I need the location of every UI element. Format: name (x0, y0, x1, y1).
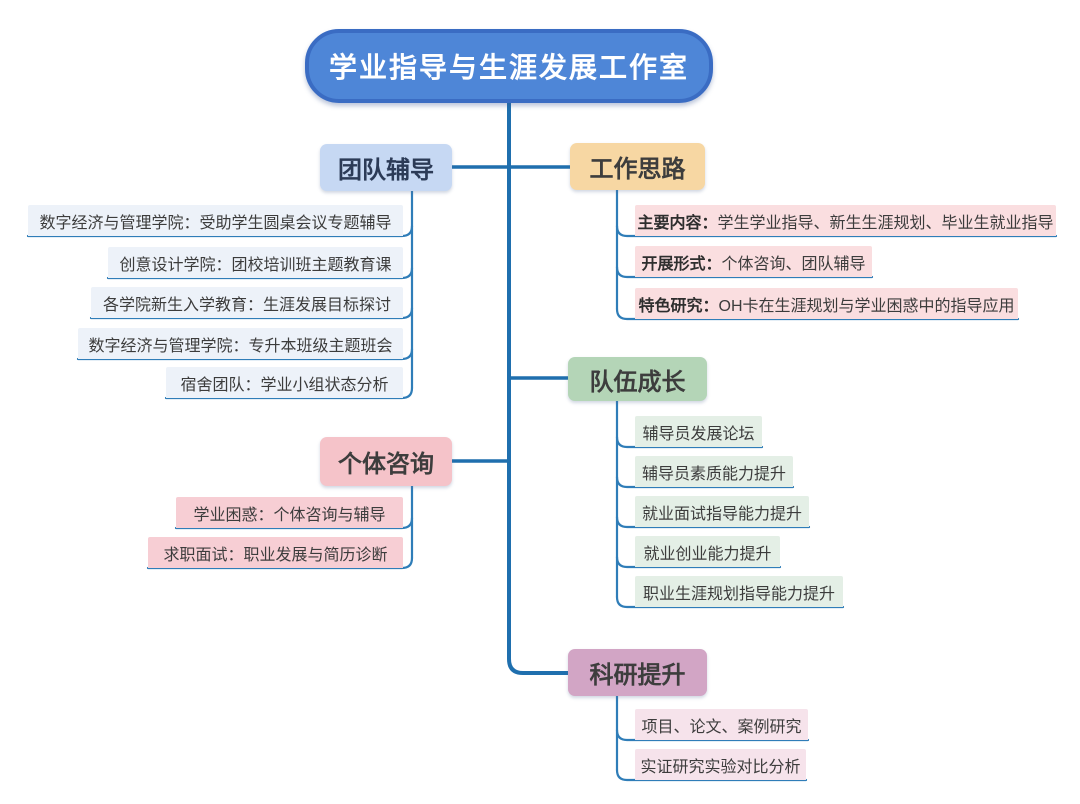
branch-label: 个体咨询 (338, 451, 434, 478)
child-connector (615, 224, 1058, 238)
child-label-prefix: 主要内容： (637, 214, 718, 232)
child-connector (615, 728, 810, 742)
node-research-child-1[interactable]: 项目、论文、案例研究 (635, 709, 808, 740)
child-label: 项目、论文、案例研究 (641, 718, 802, 736)
child-connector (615, 768, 808, 782)
child-connector (76, 347, 414, 361)
branch-label: 科研提升 (589, 662, 686, 689)
trunk-line (507, 99, 570, 675)
child-label: 学业困惑：个体咨询与辅导 (193, 506, 386, 524)
node-work-ideas-child-2[interactable]: 开展形式：个体咨询、团队辅导 (635, 246, 872, 277)
node-individual-child-1[interactable]: 学业困惑：个体咨询与辅导 (176, 497, 403, 528)
child-connector (615, 595, 845, 609)
node-team-growth[interactable]: 队伍成长 (568, 357, 707, 401)
node-team-coaching-child-2[interactable]: 创意设计学院：团校培训班主题教育课 (108, 247, 403, 278)
child-connector (146, 556, 414, 570)
node-work-ideas-child-3[interactable]: 特色研究：OH卡在生涯规划与学业困惑中的指导应用 (635, 288, 1018, 319)
child-label: 辅导员素质能力提升 (641, 465, 786, 483)
child-label: 实证研究实验对比分析 (640, 758, 801, 776)
node-root[interactable]: 学业指导与生涯发展工作室 (305, 29, 713, 103)
child-label-prefix: 开展形式： (641, 255, 722, 273)
child-connector (615, 307, 1020, 321)
child-label: 职业生涯规划指导能力提升 (642, 585, 835, 603)
child-label: 就业面试指导能力提升 (641, 505, 802, 523)
node-team-growth-child-5[interactable]: 职业生涯规划指导能力提升 (635, 576, 843, 607)
branch-label: 团队辅导 (338, 157, 434, 184)
node-team-coaching-child-1[interactable]: 数字经济与管理学院：受助学生圆桌会议专题辅导 (28, 205, 403, 236)
child-label: OH卡在生涯规划与学业困惑中的指导应用 (718, 297, 1015, 315)
node-work-ideas[interactable]: 工作思路 (570, 143, 705, 190)
node-individual-child-2[interactable]: 求职面试：职业发展与简历诊断 (148, 537, 403, 568)
node-team-growth-child-2[interactable]: 辅导员素质能力提升 (635, 456, 793, 487)
child-label: 求职面试：职业发展与简历诊断 (163, 546, 388, 564)
node-individual-counseling[interactable]: 个体咨询 (320, 437, 452, 486)
node-work-ideas-child-1[interactable]: 主要内容：学生学业指导、新生生涯规划、毕业生就业指导 (635, 205, 1056, 236)
node-team-growth-child-1[interactable]: 辅导员发展论坛 (635, 416, 762, 447)
child-connector (164, 386, 414, 400)
node-team-growth-child-4[interactable]: 就业创业能力提升 (635, 536, 780, 567)
child-label-prefix: 特色研究： (638, 297, 719, 315)
child-label: 数字经济与管理学院：专升本班级主题班会 (88, 337, 393, 355)
child-label: 个体咨询、团队辅导 (721, 255, 866, 273)
child-label: 学生学业指导、新生生涯规划、毕业生就业指导 (717, 214, 1054, 232)
child-label: 辅导员发展论坛 (642, 425, 755, 443)
child-connector (174, 516, 414, 530)
branch-label: 队伍成长 (589, 368, 686, 396)
child-connector (106, 266, 414, 280)
node-research-child-2[interactable]: 实证研究实验对比分析 (635, 749, 806, 780)
child-connector (615, 475, 795, 489)
child-label: 创意设计学院：团校培训班主题教育课 (119, 256, 392, 274)
child-connector (615, 435, 764, 449)
child-label: 宿舍团队：学业小组状态分析 (180, 376, 389, 394)
node-team-coaching-child-5[interactable]: 宿舍团队：学业小组状态分析 (166, 367, 403, 398)
node-team-coaching-child-3[interactable]: 各学院新生入学教育：生涯发展目标探讨 (91, 287, 403, 318)
root-label: 学业指导与生涯发展工作室 (328, 52, 689, 83)
branch-label: 工作思路 (589, 156, 686, 183)
child-connector (615, 555, 782, 569)
node-team-coaching-child-4[interactable]: 数字经济与管理学院：专升本班级主题班会 (78, 328, 403, 359)
node-research[interactable]: 科研提升 (568, 649, 707, 696)
child-connector (89, 306, 414, 320)
node-team-growth-child-3[interactable]: 就业面试指导能力提升 (635, 496, 809, 527)
child-label: 各学院新生入学教育：生涯发展目标探讨 (102, 296, 391, 314)
child-label: 数字经济与管理学院：受助学生圆桌会议专题辅导 (39, 214, 392, 232)
child-label: 就业创业能力提升 (643, 545, 772, 563)
child-connector (615, 515, 811, 529)
child-connector (615, 265, 874, 279)
node-team-coaching[interactable]: 团队辅导 (320, 144, 452, 191)
